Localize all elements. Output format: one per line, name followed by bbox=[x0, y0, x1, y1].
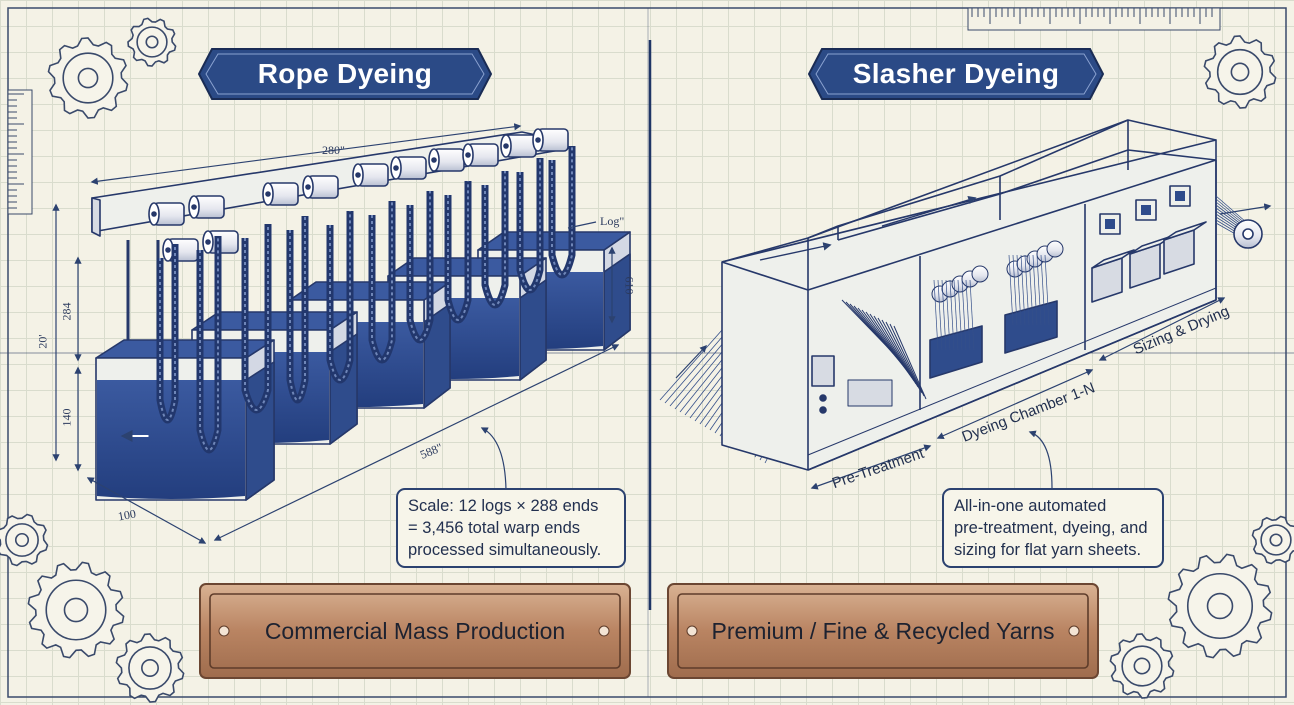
ruler-icon-left bbox=[7, 89, 33, 215]
dim-top: 280" bbox=[322, 143, 345, 157]
plaque-right-shape bbox=[667, 583, 1099, 679]
gear-icon bbox=[0, 513, 49, 567]
callout-left-line-3: processed simultaneously. bbox=[408, 541, 602, 559]
roller bbox=[428, 148, 465, 172]
title-banner-right: Slasher Dyeing bbox=[808, 48, 1104, 100]
gear-icon bbox=[115, 633, 185, 703]
callout-left-line-1: Scale: 12 logs × 288 ends bbox=[408, 497, 599, 515]
gear-icon bbox=[27, 561, 125, 659]
roller bbox=[148, 202, 185, 226]
rope-strand bbox=[156, 244, 179, 424]
sizing-box bbox=[1163, 221, 1207, 275]
roller bbox=[532, 128, 569, 152]
gear-icon bbox=[1109, 633, 1175, 699]
callout-right-line-1: All-in-one automated bbox=[954, 497, 1107, 515]
gear-icon bbox=[47, 37, 129, 119]
roller bbox=[162, 238, 199, 262]
rope-strand bbox=[516, 158, 544, 294]
dim-log: Log" bbox=[600, 214, 625, 228]
slasher-dyeing-machine bbox=[659, 119, 1263, 471]
roller bbox=[262, 182, 299, 206]
callout-right-line-2: pre-treatment, dyeing, and bbox=[954, 519, 1148, 537]
plaque-right: Premium / Fine & Recycled Yarns bbox=[668, 582, 1098, 680]
dim-upper: 284 bbox=[59, 302, 74, 321]
dye-bath bbox=[929, 265, 989, 379]
roller bbox=[462, 143, 499, 167]
gear-icon bbox=[1167, 553, 1273, 659]
plaque-left-shape bbox=[199, 583, 631, 679]
callout-right-line-3: sizing for flat yarn sheets. bbox=[954, 541, 1142, 559]
rope-strand bbox=[444, 181, 472, 324]
rope-strand bbox=[406, 191, 434, 344]
sizing-box bbox=[1091, 249, 1135, 303]
roller bbox=[390, 156, 427, 180]
gear-icon bbox=[1251, 515, 1294, 565]
roller bbox=[352, 163, 389, 187]
title-banner-left: Rope Dyeing bbox=[198, 48, 492, 100]
rope-dyeing-machine bbox=[91, 128, 631, 501]
dim-lower: 140 bbox=[59, 408, 74, 427]
plaque-right-label: Premium / Fine & Recycled Yarns bbox=[711, 617, 1055, 644]
roller bbox=[188, 195, 225, 219]
dimension-lines-left bbox=[52, 123, 620, 544]
callout-left: Scale: 12 logs × 288 ends = 3,456 total … bbox=[396, 488, 626, 568]
dim-width: 100 bbox=[116, 506, 137, 524]
section-dimension-lines bbox=[675, 203, 1272, 490]
dim-height: 20' bbox=[35, 334, 50, 349]
rope-strand bbox=[481, 171, 509, 309]
callout-right: All-in-one automated pre-treatment, dyei… bbox=[942, 488, 1164, 568]
gear-icon bbox=[1203, 35, 1277, 109]
ruler-icon bbox=[967, 7, 1221, 31]
dim-right: 610 bbox=[622, 276, 637, 295]
callout-left-line-2: = 3,456 total warp ends bbox=[408, 519, 580, 537]
roller bbox=[302, 175, 339, 199]
plaque-left-label: Commercial Mass Production bbox=[264, 617, 566, 644]
gear-icon bbox=[127, 17, 177, 67]
rope-strand bbox=[548, 146, 576, 279]
plaque-left: Commercial Mass Production bbox=[200, 582, 630, 680]
title-right: Slasher Dyeing bbox=[852, 58, 1060, 89]
roller bbox=[500, 134, 537, 158]
dye-bath bbox=[1004, 240, 1064, 354]
title-left: Rope Dyeing bbox=[257, 58, 433, 89]
